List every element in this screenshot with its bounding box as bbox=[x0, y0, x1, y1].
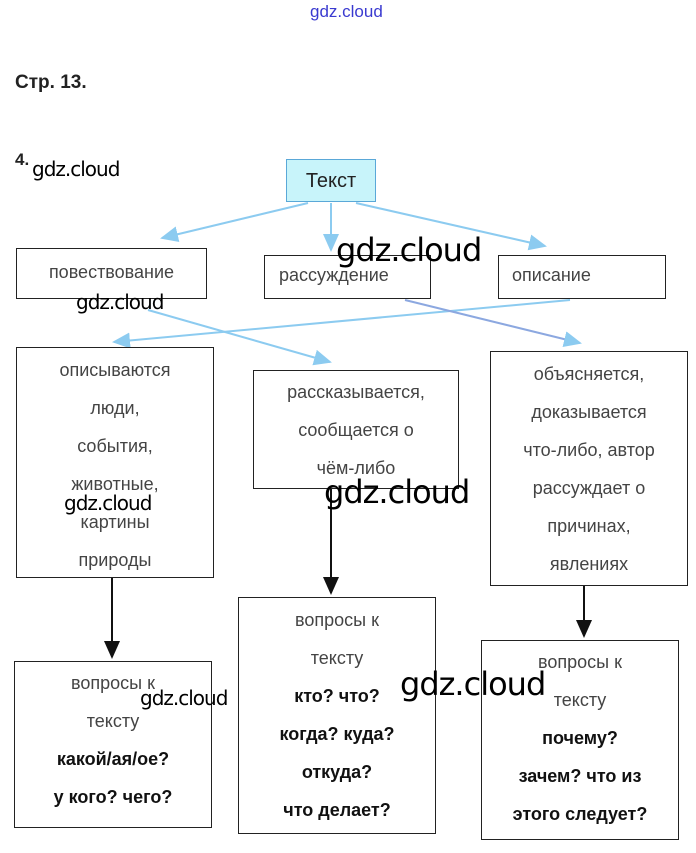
description-line: природы bbox=[78, 550, 152, 570]
questions-heading: вопросы к bbox=[295, 610, 379, 630]
description-line: люди, bbox=[90, 398, 140, 418]
type-label: рассуждение bbox=[279, 265, 389, 285]
watermark: gdz.cloud bbox=[336, 231, 482, 269]
arrow-root-to-description bbox=[355, 202, 547, 251]
description-line: рассказывается, bbox=[287, 382, 425, 402]
description-line: явлениях bbox=[549, 554, 629, 574]
description-box-middle: рассказывается, сообщается о чём-либо bbox=[253, 370, 459, 489]
arrow-reasoning-to-right bbox=[404, 299, 582, 347]
description-line: рассуждает о bbox=[532, 478, 646, 498]
question-item: почему? bbox=[542, 728, 618, 748]
description-line: чём-либо bbox=[316, 458, 396, 478]
type-box-description: описание bbox=[498, 255, 666, 299]
description-line: животные, bbox=[71, 474, 159, 494]
watermark: gdz.cloud bbox=[324, 473, 470, 511]
watermark: gdz.cloud bbox=[140, 686, 228, 710]
description-line: события, bbox=[77, 436, 153, 456]
watermark: gdz.cloud bbox=[32, 157, 120, 181]
description-box-right: объясняется, доказывается что-либо, авто… bbox=[490, 351, 688, 586]
question-item: зачем? что из bbox=[518, 766, 642, 786]
description-line: описываются bbox=[59, 360, 171, 380]
description-line: сообщается о bbox=[298, 420, 414, 440]
questions-heading: вопросы к bbox=[538, 652, 622, 672]
watermark: gdz.cloud bbox=[400, 665, 546, 703]
question-item: этого следует? bbox=[512, 804, 648, 824]
question-item: кто? что? bbox=[294, 686, 380, 706]
questions-heading: вопросы к bbox=[71, 673, 155, 693]
root-box-text: Текст bbox=[286, 159, 376, 202]
description-line: доказывается bbox=[531, 402, 647, 422]
description-line: объясняется, bbox=[533, 364, 645, 384]
questions-heading: тексту bbox=[310, 648, 364, 668]
questions-box-left: вопросы к тексту какой/ая/ое? у кого? че… bbox=[14, 661, 212, 828]
description-line: что-либо, автор bbox=[523, 440, 655, 460]
type-box-narration: повествование bbox=[16, 248, 207, 299]
type-label: повествование bbox=[48, 262, 175, 282]
questions-box-right: вопросы к тексту почему? зачем? что из э… bbox=[481, 640, 679, 840]
questions-box-middle: вопросы к тексту кто? что? когда? куда? … bbox=[238, 597, 436, 834]
description-line: картины bbox=[80, 512, 150, 532]
root-label: Текст bbox=[305, 169, 357, 192]
questions-heading: тексту bbox=[553, 690, 607, 710]
watermark: gdz.cloud bbox=[64, 491, 152, 515]
task-number: 4. bbox=[15, 150, 30, 169]
type-label: описание bbox=[512, 265, 591, 285]
description-line: причинах, bbox=[547, 516, 631, 536]
question-item: когда? куда? bbox=[279, 724, 395, 744]
question-item: что делает? bbox=[283, 800, 391, 820]
arrow-description-to-left bbox=[112, 299, 571, 349]
top-watermark: gdz.cloud bbox=[310, 2, 383, 21]
type-box-reasoning: рассуждение bbox=[264, 255, 431, 299]
question-item: у кого? чего? bbox=[53, 787, 173, 807]
watermark: gdz.cloud bbox=[76, 290, 164, 314]
questions-heading: тексту bbox=[86, 711, 140, 731]
arrow-root-to-narration bbox=[160, 202, 309, 243]
page-label: Стр. 13. bbox=[15, 72, 87, 93]
question-item: откуда? bbox=[301, 762, 373, 782]
arrow-narration-to-middle bbox=[147, 309, 332, 366]
question-item: какой/ая/ое? bbox=[56, 749, 170, 769]
description-box-left: описываются люди, события, животные, кар… bbox=[16, 347, 214, 578]
